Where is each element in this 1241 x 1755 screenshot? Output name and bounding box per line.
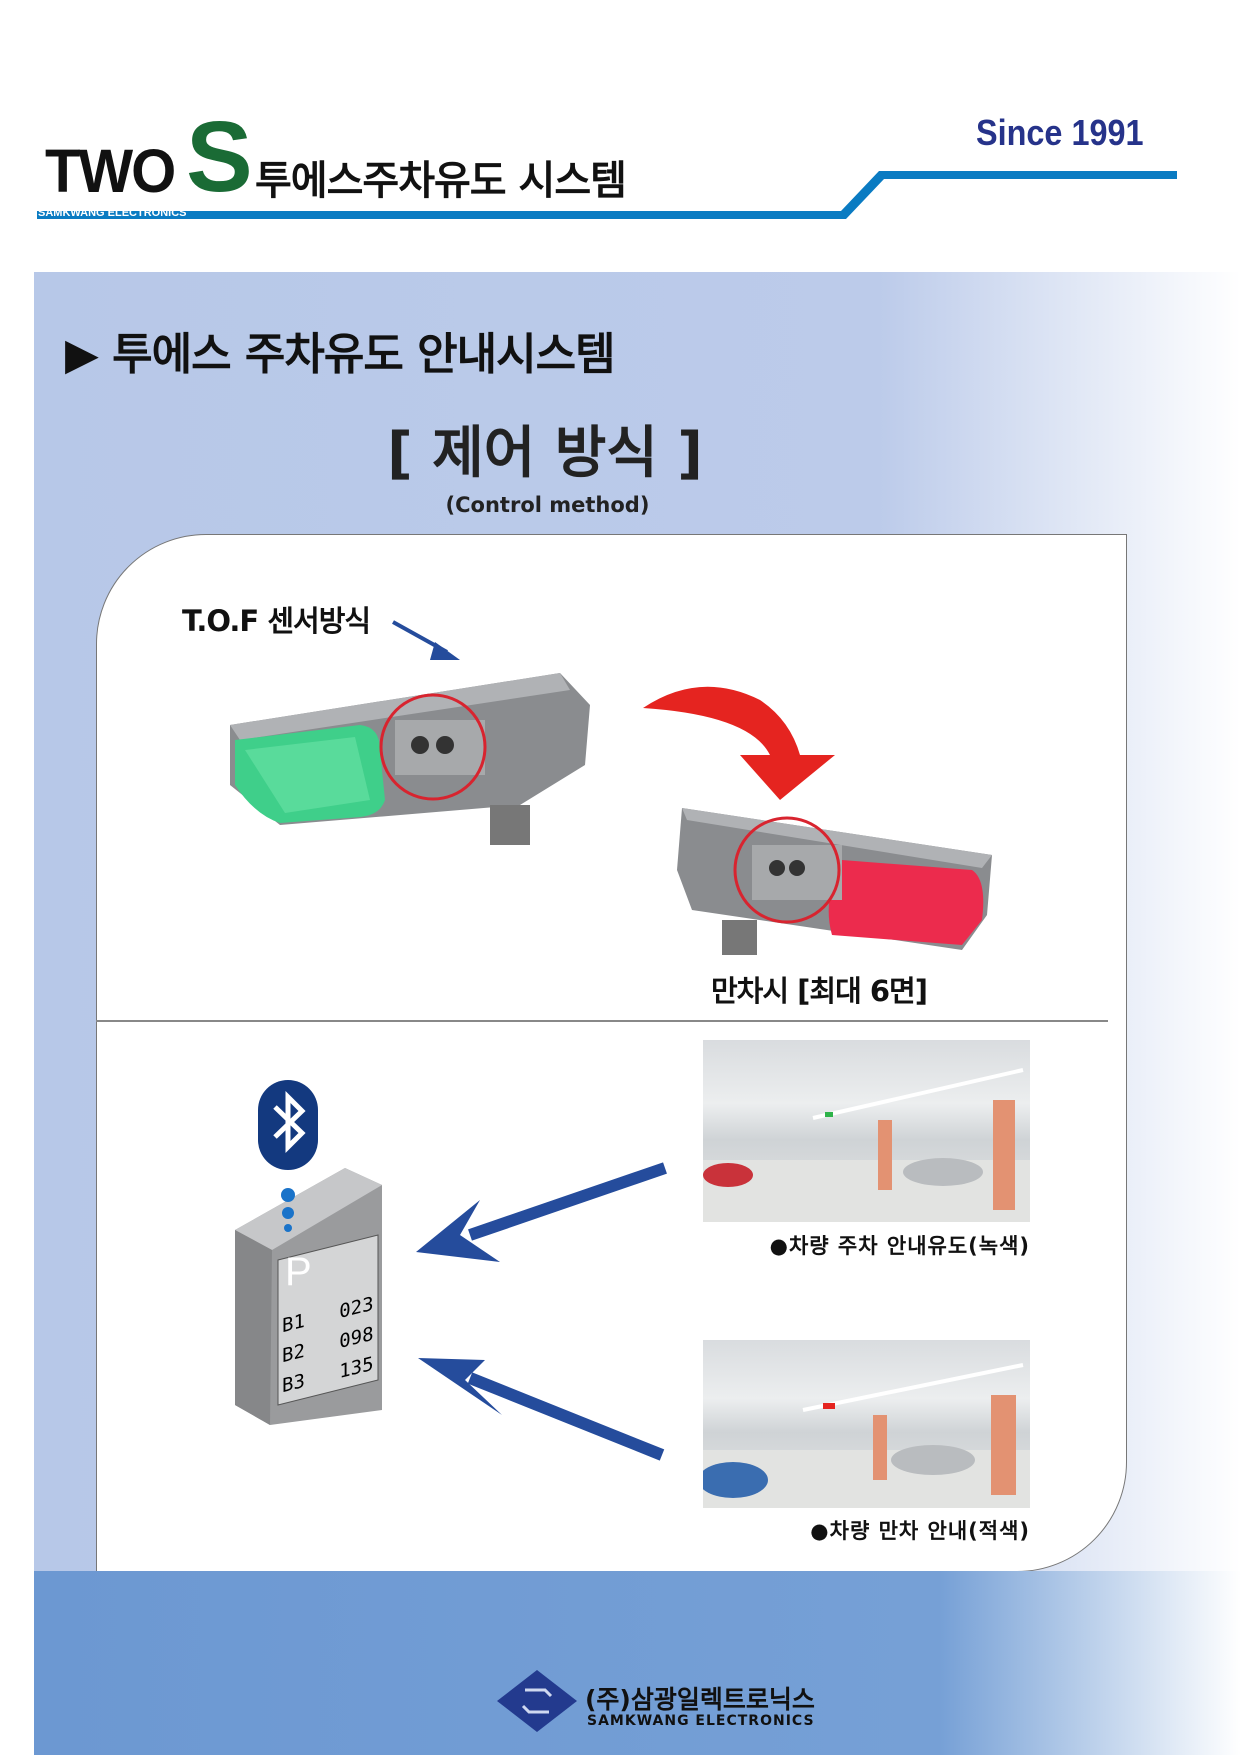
footer-company-en: SAMKWANG ELECTRONICS: [587, 1713, 815, 1729]
subtitle-en: (Control method): [445, 493, 650, 517]
header-rule: [37, 171, 1177, 219]
header-title: 투에스주차유도 시스템: [255, 158, 627, 204]
curved-arrow-red-icon: [643, 686, 835, 800]
logo-two: TWO: [45, 137, 176, 206]
arrow-left-icon: [467, 1372, 665, 1461]
signal-arrows: [416, 1162, 667, 1461]
sensor-device-red: [677, 808, 992, 955]
logo-s: S: [186, 101, 253, 213]
company-en-small: SAMKWANG ELECTRONICS: [38, 207, 187, 219]
kiosk-p-sign: P: [285, 1250, 312, 1294]
page-title-text: 투에스 주차유도 안내시스템: [112, 329, 615, 380]
sensor-device-green: [230, 673, 590, 845]
photo1-caption: ●차량 주차 안내유도(녹색): [769, 1234, 1030, 1258]
parking-kiosk: [235, 1080, 382, 1425]
photo2-caption: ●차량 만차 안내(적색): [810, 1519, 1030, 1543]
arrow-left-icon: [468, 1162, 667, 1241]
triangle-icon: ▶: [65, 329, 99, 380]
company-logo-icon: [497, 1670, 577, 1732]
divider: [96, 1020, 1108, 1022]
footer-band: [34, 1571, 1241, 1755]
sensor-label: T.O.F 센서방식: [182, 604, 371, 638]
footer-company-ko: (주)삼광일렉트로닉스: [585, 1685, 815, 1714]
page-title: ▶ 투에스 주차유도 안내시스템: [65, 318, 616, 382]
parking-photo-red: [703, 1340, 1030, 1508]
full-parking-label: 만차시 [최대 6면]: [711, 974, 928, 1008]
since-label: Since 1991: [976, 112, 1144, 153]
subtitle: [ 제어 방식 ]: [387, 421, 703, 486]
pointer-arrow-icon: [392, 620, 460, 660]
parking-photo-green: [703, 1040, 1030, 1222]
